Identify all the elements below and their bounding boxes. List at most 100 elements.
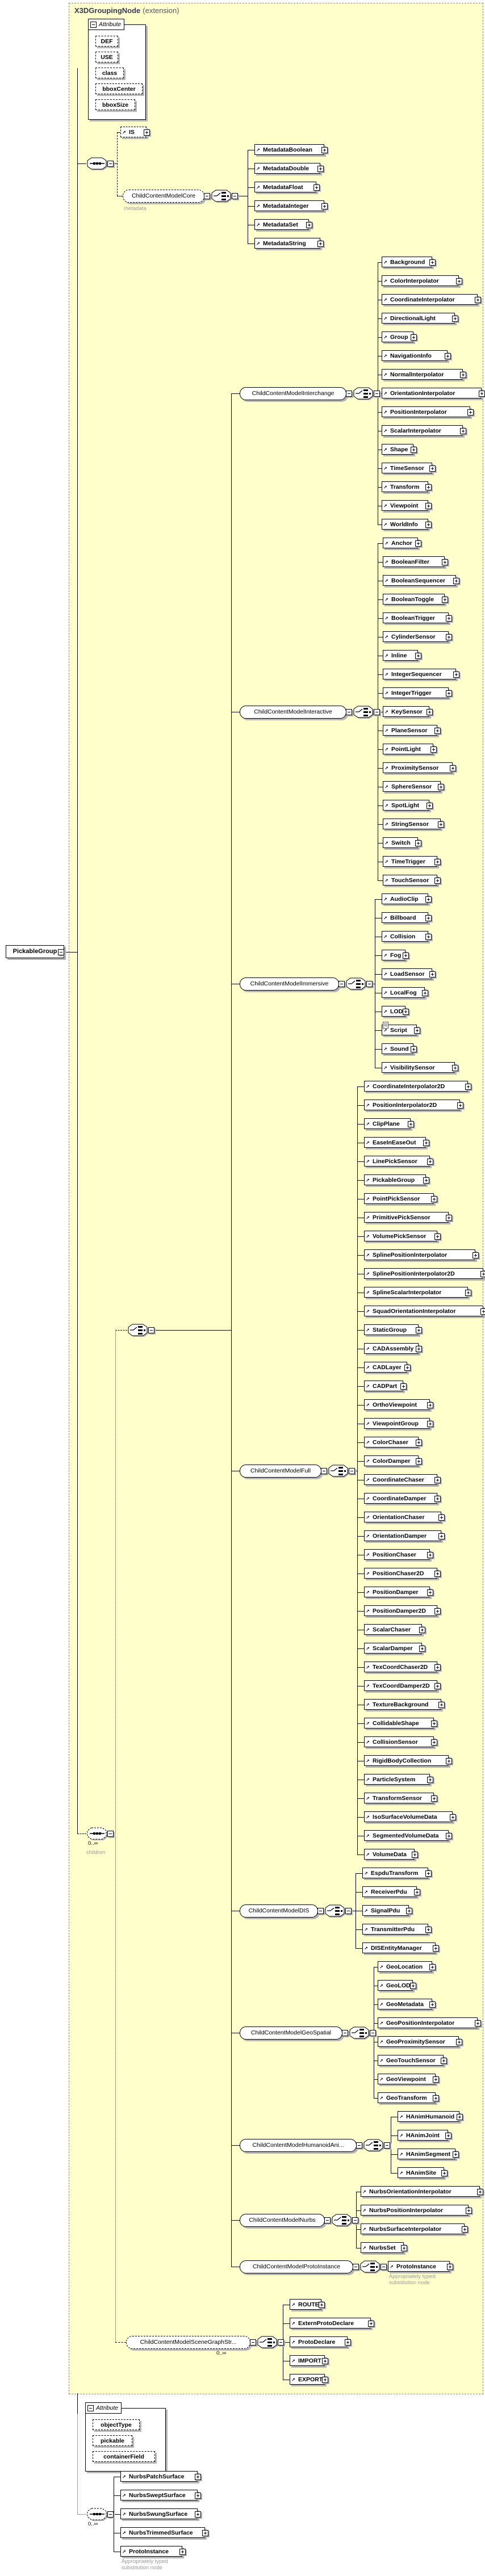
expand-plus-icon[interactable] xyxy=(427,1589,433,1596)
element-box-shape[interactable]: ↗Shape xyxy=(382,444,413,455)
expand-plus-icon[interactable] xyxy=(410,1983,416,1989)
element-box-colorchaser[interactable]: ↗ColorChaser xyxy=(364,1437,419,1448)
expand-plus-icon[interactable] xyxy=(445,2133,451,2139)
expand-plus-icon[interactable] xyxy=(416,1440,422,1446)
expand-plus-icon[interactable] xyxy=(425,1870,432,1877)
element-box-hanimjoint[interactable]: ↗HAnimJoint xyxy=(398,2130,448,2141)
group-box-childcontentmodelimmersive[interactable]: ChildContentModelImmersive xyxy=(240,977,339,991)
expand-plus-icon[interactable] xyxy=(179,2549,186,2555)
expand-plus-icon[interactable] xyxy=(431,1739,437,1746)
expand-plus-icon[interactable] xyxy=(419,1646,425,1652)
expand-plus-icon[interactable] xyxy=(429,1964,436,1970)
expand-plus-icon[interactable] xyxy=(450,1814,456,1820)
group-box-childcontentmodelinterchange[interactable]: ChildContentModelInterchange xyxy=(240,387,346,400)
expand-plus-icon[interactable] xyxy=(345,2339,351,2346)
element-box-geoproximitysensor[interactable]: ↗GeoProximitySensor xyxy=(378,2036,459,2047)
expand-plus-icon[interactable] xyxy=(202,2530,208,2536)
expand-plus-icon[interactable] xyxy=(411,447,417,453)
element-box-cylindersensor[interactable]: ↗CylinderSensor xyxy=(383,631,449,642)
attribute-box[interactable]: class xyxy=(95,68,124,78)
expand-plus-icon[interactable] xyxy=(456,278,462,284)
expand-plus-icon[interactable] xyxy=(425,503,432,509)
collapse-minus-icon[interactable] xyxy=(87,2405,94,2411)
element-box-navigationinfo[interactable]: ↗NavigationInfo xyxy=(382,350,448,361)
expand-plus-icon[interactable] xyxy=(427,709,433,715)
collapse-minus-icon[interactable] xyxy=(356,2142,362,2149)
collapse-minus-icon[interactable] xyxy=(148,1327,154,1333)
element-box-booleantrigger[interactable]: ↗BooleanTrigger xyxy=(383,612,449,623)
expand-plus-icon[interactable] xyxy=(441,2058,447,2064)
element-box-orientationdamper[interactable]: ↗OrientationDamper xyxy=(364,1530,441,1541)
expand-plus-icon[interactable] xyxy=(429,2002,436,2008)
element-box-normalinterpolator[interactable]: ↗NormalInterpolator xyxy=(382,369,463,380)
element-box-metadataset[interactable]: ↗MetadataSet xyxy=(254,219,309,230)
element-box-protodeclare[interactable]: ↗ProtoDeclare xyxy=(290,2336,348,2347)
expand-plus-icon[interactable] xyxy=(195,2474,201,2480)
expand-plus-icon[interactable] xyxy=(475,297,481,303)
element-box-nurbstrimmedsurface-extension[interactable]: ↗NurbsTrimmedSurface xyxy=(120,2527,205,2538)
element-box-positiondamper2d[interactable]: ↗PositionDamper2D xyxy=(364,1605,437,1616)
expand-plus-icon[interactable] xyxy=(441,2170,448,2176)
element-box-splinepositioninterpolator2d[interactable]: ↗SplinePositionInterpolator2D xyxy=(364,1268,483,1279)
element-box-spotlight[interactable]: ↗SpotLight xyxy=(383,800,429,811)
element-box-pointlight[interactable]: ↗PointLight xyxy=(383,744,433,754)
group-box-childcontentmodelnurbs[interactable]: ChildContentModelNurbs xyxy=(240,2214,325,2227)
element-box-hanimsegment[interactable]: ↗HAnimSegment xyxy=(398,2149,455,2159)
element-box-switch[interactable]: ↗Switch xyxy=(383,837,418,848)
element-box-touchsensor[interactable]: ↗TouchSensor xyxy=(383,875,437,886)
expand-plus-icon[interactable] xyxy=(425,934,432,940)
element-box-positionchaser2d[interactable]: ↗PositionChaser2D xyxy=(364,1568,437,1579)
expand-plus-icon[interactable] xyxy=(456,2039,462,2045)
expand-plus-icon[interactable] xyxy=(434,1683,441,1689)
element-box-timetrigger[interactable]: ↗TimeTrigger xyxy=(383,856,437,867)
expand-plus-icon[interactable] xyxy=(466,2208,472,2214)
element-box-orientationchaser[interactable]: ↗OrientationChaser xyxy=(364,1512,441,1522)
expand-plus-icon[interactable] xyxy=(457,2114,463,2120)
collapse-minus-icon[interactable] xyxy=(321,1468,327,1474)
expand-plus-icon[interactable] xyxy=(446,1215,452,1221)
expand-plus-icon[interactable] xyxy=(434,1234,441,1240)
element-box-booleansequencer[interactable]: ↗BooleanSequencer xyxy=(383,575,456,586)
expand-plus-icon[interactable] xyxy=(415,653,421,659)
collapse-minus-icon[interactable] xyxy=(107,1831,114,1837)
expand-plus-icon[interactable] xyxy=(401,2245,407,2251)
attribute-box[interactable]: containerField xyxy=(93,2451,155,2462)
element-box-collidableshape[interactable]: ↗CollidableShape xyxy=(364,1718,434,1728)
choice-compositor[interactable] xyxy=(331,2213,353,2229)
collapse-minus-icon[interactable] xyxy=(338,981,345,987)
expand-plus-icon[interactable] xyxy=(408,1121,414,1127)
expand-plus-icon[interactable] xyxy=(431,1721,437,1727)
element-box-metadataboolean[interactable]: ↗MetadataBoolean xyxy=(254,144,324,155)
element-box-isosurfacevolumedata[interactable]: ↗IsoSurfaceVolumeData xyxy=(364,1811,453,1822)
choice-compositor[interactable] xyxy=(328,1464,350,1479)
element-box-rigidbodycollection[interactable]: ↗RigidBodyCollection xyxy=(364,1755,449,1766)
element-box-is[interactable]: ↗IS xyxy=(120,127,147,137)
element-box-proximitysensor[interactable]: ↗ProximitySensor xyxy=(383,762,453,773)
element-box-texturebackground[interactable]: ↗TextureBackground xyxy=(364,1699,441,1710)
collapse-minus-icon[interactable] xyxy=(324,2217,331,2223)
element-box-collision[interactable]: ↗Collision xyxy=(382,931,428,942)
collapse-minus-icon[interactable] xyxy=(107,2511,114,2518)
attribute-box[interactable]: bboxSize xyxy=(95,99,135,110)
element-box-scalarinterpolator[interactable]: ↗ScalarInterpolator xyxy=(382,425,463,436)
element-box-billboard[interactable]: ↗Billboard xyxy=(382,912,428,923)
attribute-box[interactable]: USE xyxy=(95,52,118,62)
element-box-nurbsswungsurface-extension[interactable]: ↗NurbsSwungSurface xyxy=(120,2508,198,2519)
group-box-childcontentmodeldis[interactable]: ChildContentModelDIS xyxy=(240,1904,318,1918)
element-box-booleanfilter[interactable]: ↗BooleanFilter xyxy=(383,556,445,567)
element-box-coordinatechaser[interactable]: ↗CoordinateChaser xyxy=(364,1474,437,1485)
expand-plus-icon[interactable] xyxy=(416,1458,422,1465)
choice-compositor[interactable] xyxy=(363,2138,385,2154)
base-attribute-group-header[interactable]: Attribute xyxy=(88,19,124,30)
extension-sequence-compositor[interactable] xyxy=(86,2507,108,2523)
element-box-sound[interactable]: ↗Sound xyxy=(382,1043,413,1054)
collapse-minus-icon[interactable] xyxy=(374,391,380,397)
collapse-minus-icon[interactable] xyxy=(107,161,114,167)
expand-plus-icon[interactable] xyxy=(447,2264,453,2270)
element-box-protoinstance-extension[interactable]: ↗ProtoInstance xyxy=(120,2546,182,2557)
element-box-transmitterpdu[interactable]: ↗TransmitterPdu xyxy=(362,1924,428,1935)
expand-plus-icon[interactable] xyxy=(434,1496,441,1502)
expand-plus-icon[interactable] xyxy=(445,353,451,359)
expand-plus-icon[interactable] xyxy=(434,728,441,734)
element-box-geolocation[interactable]: ↗GeoLocation xyxy=(378,1961,432,1972)
